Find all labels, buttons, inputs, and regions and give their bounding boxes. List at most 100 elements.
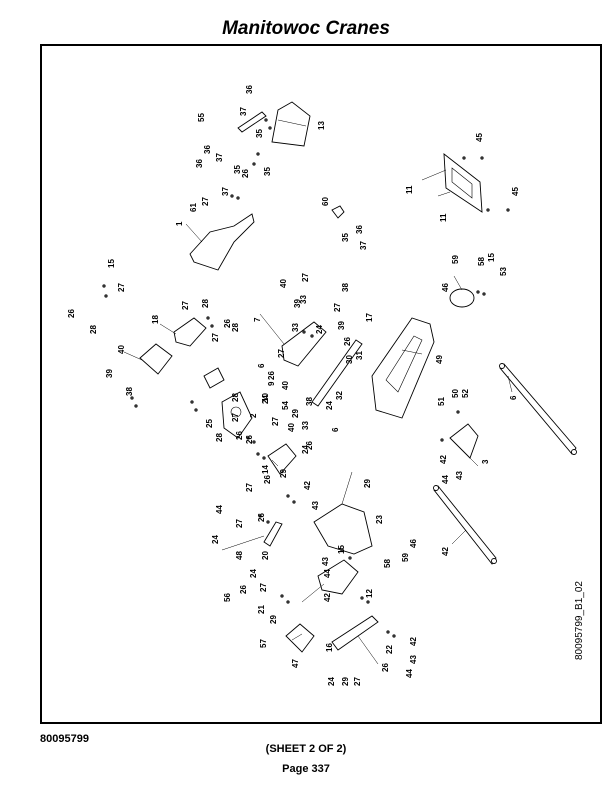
callout-39: 39 <box>293 299 302 308</box>
callout-42: 42 <box>303 481 312 490</box>
callout-57: 57 <box>259 639 268 648</box>
callout-6: 6 <box>331 427 340 432</box>
callout-27: 27 <box>235 519 244 528</box>
callout-40: 40 <box>287 423 296 432</box>
callout-32: 32 <box>335 391 344 400</box>
callout-43: 43 <box>455 471 464 480</box>
part-1-bracket <box>189 213 255 271</box>
callout-6: 6 <box>257 363 266 368</box>
callout-54: 54 <box>281 401 290 410</box>
callout-35: 35 <box>255 129 264 138</box>
callout-38: 38 <box>305 397 314 406</box>
callout-22: 22 <box>385 645 394 654</box>
callout-27: 27 <box>277 349 286 358</box>
part-53-cover <box>449 288 475 308</box>
callout-24: 24 <box>325 401 334 410</box>
callout-18: 18 <box>151 315 160 324</box>
callout-26: 26 <box>263 475 272 484</box>
callout-26: 26 <box>381 663 390 672</box>
drawing-number: 80095799_B1_02 <box>574 581 585 660</box>
callout-26: 26 <box>67 309 76 318</box>
callout-27: 27 <box>231 413 240 422</box>
callout-42: 42 <box>441 547 450 556</box>
callout-14: 14 <box>261 465 270 474</box>
callout-39: 39 <box>337 321 346 330</box>
callout-47: 47 <box>291 659 300 668</box>
callout-10: 10 <box>261 393 270 402</box>
callout-48: 48 <box>235 551 244 560</box>
callout-29: 29 <box>341 677 350 686</box>
callout-45: 45 <box>511 187 520 196</box>
part-16-bracket <box>285 623 315 653</box>
callout-27: 27 <box>245 483 254 492</box>
callout-44: 44 <box>405 669 414 678</box>
callout-26: 26 <box>305 441 314 450</box>
part-6-plate <box>371 317 435 419</box>
callout-2: 2 <box>249 413 258 418</box>
callout-44: 44 <box>441 475 450 484</box>
callout-26: 26 <box>235 431 244 440</box>
callout-59: 59 <box>401 553 410 562</box>
callout-29: 29 <box>291 409 300 418</box>
callout-36: 36 <box>355 225 364 234</box>
callout-43: 43 <box>321 557 330 566</box>
part-3-beam <box>499 363 577 455</box>
callout-59: 59 <box>451 255 460 264</box>
callout-29: 29 <box>279 469 288 478</box>
part-55-bar <box>237 111 267 133</box>
callout-23: 23 <box>375 515 384 524</box>
part-60 <box>331 205 345 219</box>
callout-45: 45 <box>475 133 484 142</box>
callout-28: 28 <box>201 299 210 308</box>
callout-27: 27 <box>353 677 362 686</box>
callout-46: 46 <box>441 283 450 292</box>
page-title: Manitowoc Cranes <box>222 18 390 39</box>
callout-24: 24 <box>211 535 220 544</box>
callout-36: 36 <box>195 159 204 168</box>
callout-21: 21 <box>257 605 266 614</box>
callout-26: 26 <box>241 169 250 178</box>
callout-60: 60 <box>321 197 330 206</box>
part-48-bar <box>263 521 283 547</box>
callout-20: 20 <box>261 551 270 560</box>
callout-30: 30 <box>345 355 354 364</box>
callout-38: 38 <box>341 283 350 292</box>
callout-27: 27 <box>333 303 342 312</box>
callout-51: 51 <box>437 397 446 406</box>
callout-40: 40 <box>117 345 126 354</box>
callout-1: 1 <box>175 221 184 226</box>
callout-28: 28 <box>231 393 240 402</box>
callout-37: 37 <box>221 187 230 196</box>
callout-3: 3 <box>481 459 490 464</box>
callout-24: 24 <box>315 325 324 334</box>
callout-50: 50 <box>451 389 460 398</box>
callout-27: 27 <box>117 283 126 292</box>
callout-58: 58 <box>383 559 392 568</box>
callout-37: 37 <box>239 107 248 116</box>
callout-35: 35 <box>233 165 242 174</box>
callout-33: 33 <box>291 323 300 332</box>
callout-9: 9 <box>267 381 276 386</box>
callout-40: 40 <box>279 279 288 288</box>
callout-43: 43 <box>311 501 320 510</box>
callout-42: 42 <box>323 593 332 602</box>
callout-26: 26 <box>343 337 352 346</box>
callout-36: 36 <box>203 145 212 154</box>
part-54 <box>203 367 225 389</box>
callout-13: 13 <box>317 121 326 130</box>
part-2-plate <box>221 391 253 439</box>
callout-38: 38 <box>125 387 134 396</box>
callout-12: 12 <box>365 589 374 598</box>
callout-40: 40 <box>281 381 290 390</box>
callout-42: 42 <box>409 637 418 646</box>
callout-17: 17 <box>365 313 374 322</box>
callout-16: 16 <box>325 643 334 652</box>
callout-6: 6 <box>509 395 518 400</box>
callout-25: 25 <box>205 419 214 428</box>
callout-26: 26 <box>257 513 266 522</box>
callout-49: 49 <box>435 355 444 364</box>
callout-28: 28 <box>215 433 224 442</box>
